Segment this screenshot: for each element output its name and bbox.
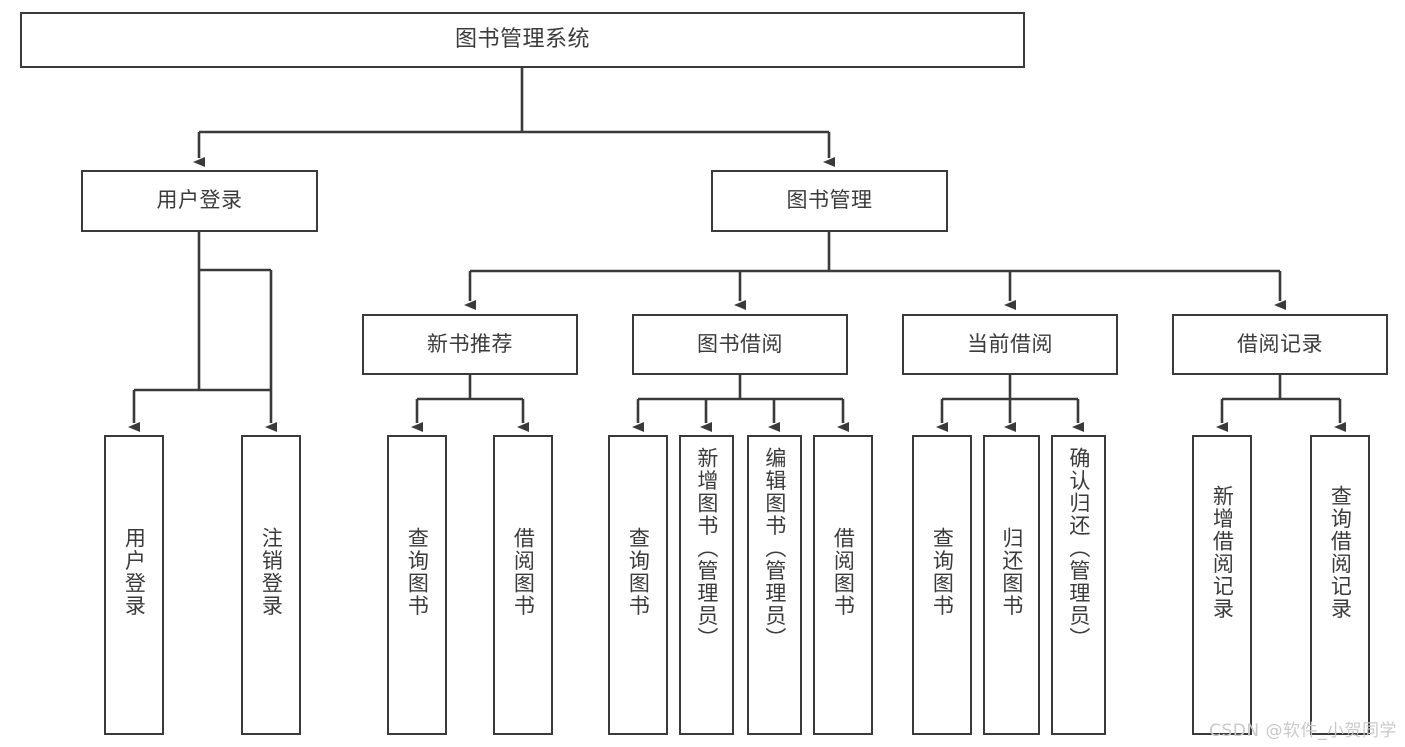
node-leaf-return-book[interactable]: 归还图书 (983, 435, 1040, 735)
node-borrow-record-label: 借阅记录 (1237, 331, 1323, 356)
node-root[interactable]: 图书管理系统 (20, 12, 1025, 68)
node-leaf-query-book-3[interactable]: 查询图书 (912, 435, 972, 735)
node-leaf-add-record[interactable]: 新增借阅记录 (1192, 435, 1252, 735)
node-leaf-borrow-book-2[interactable]: 借阅图书 (813, 435, 873, 735)
node-leaf-add-book-label: 新增图书（管理员） (694, 447, 719, 650)
node-user-login[interactable]: 用户登录 (81, 170, 318, 232)
node-book-borrow-label: 图书借阅 (697, 331, 783, 356)
node-leaf-query-book-1-label: 查询图书 (405, 527, 430, 617)
node-new-book-recommend-label: 新书推荐 (427, 331, 513, 356)
node-leaf-borrow-book-2-label: 借阅图书 (831, 527, 856, 617)
node-leaf-user-login[interactable]: 用户登录 (104, 435, 164, 735)
node-current-borrow[interactable]: 当前借阅 (902, 314, 1118, 375)
node-leaf-query-book-1[interactable]: 查询图书 (387, 435, 447, 735)
node-leaf-borrow-book-1-label: 借阅图书 (511, 527, 536, 617)
node-current-borrow-label: 当前借阅 (967, 331, 1053, 356)
watermark-text: CSDN @软件_小贺同学 (1209, 721, 1397, 741)
node-new-book-recommend[interactable]: 新书推荐 (362, 314, 578, 375)
node-borrow-record[interactable]: 借阅记录 (1172, 314, 1388, 375)
node-leaf-user-login-label: 用户登录 (122, 527, 147, 617)
node-leaf-query-book-3-label: 查询图书 (930, 527, 955, 617)
node-leaf-edit-book-label: 编辑图书（管理员） (762, 447, 787, 650)
node-leaf-user-logout-label: 注销登录 (259, 527, 284, 617)
node-leaf-confirm-return-label: 确认归还（管理员） (1066, 447, 1091, 650)
node-book-manage[interactable]: 图书管理 (711, 170, 948, 232)
node-book-borrow[interactable]: 图书借阅 (632, 314, 848, 375)
node-user-login-label: 用户登录 (156, 188, 243, 213)
node-leaf-query-book-2[interactable]: 查询图书 (608, 435, 668, 735)
node-leaf-borrow-book-1[interactable]: 借阅图书 (493, 435, 553, 735)
node-leaf-add-book[interactable]: 新增图书（管理员） (679, 435, 734, 735)
node-leaf-edit-book[interactable]: 编辑图书（管理员） (747, 435, 802, 735)
node-leaf-confirm-return[interactable]: 确认归还（管理员） (1051, 435, 1106, 735)
node-book-manage-label: 图书管理 (786, 188, 873, 213)
node-leaf-query-record-label: 查询借阅记录 (1328, 485, 1353, 620)
node-leaf-add-record-label: 新增借阅记录 (1210, 485, 1235, 620)
node-leaf-query-record[interactable]: 查询借阅记录 (1310, 435, 1370, 735)
node-leaf-return-book-label: 归还图书 (999, 527, 1024, 617)
node-leaf-query-book-2-label: 查询图书 (626, 527, 651, 617)
node-leaf-user-logout[interactable]: 注销登录 (241, 435, 301, 735)
node-root-label: 图书管理系统 (454, 26, 590, 52)
